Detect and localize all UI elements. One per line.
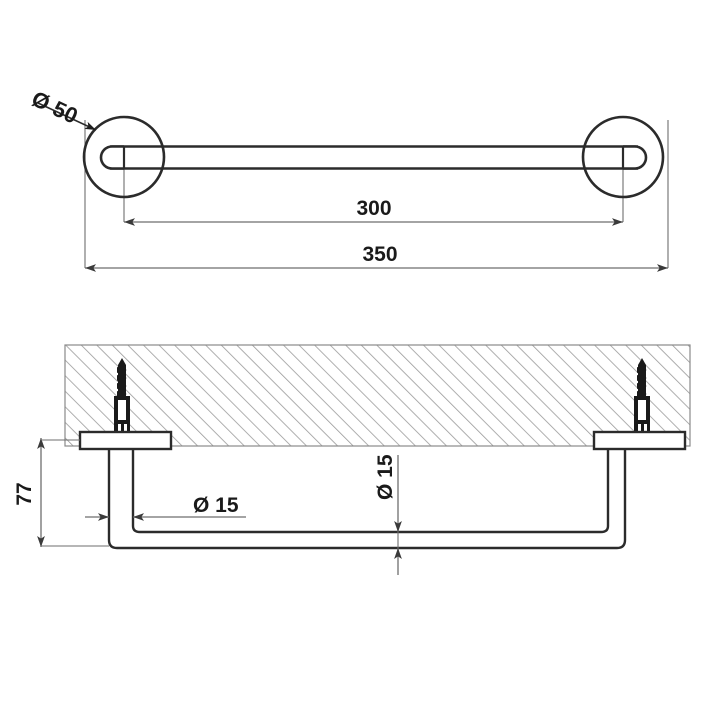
dimension-label-dia-50: Ø 50 — [28, 86, 82, 129]
dimension-label-dia-15-horizontal: Ø 15 — [193, 494, 239, 517]
flange-right — [581, 115, 665, 199]
side-section-view: 77 Ø 15 Ø 15 — [13, 344, 691, 575]
dimension-line-77 — [37, 438, 109, 547]
diameter-50-leader — [37, 102, 97, 131]
dimension-label-350: 350 — [362, 243, 397, 266]
wall-section — [64, 344, 691, 447]
mount-plate-right — [592, 430, 687, 451]
mount-plate-left — [78, 430, 173, 451]
rail-bar-top — [99, 145, 648, 170]
tube-profile — [107, 449, 627, 550]
dimension-label-dia-15-vertical: Ø 15 — [374, 454, 397, 500]
dimension-label-300: 300 — [356, 197, 391, 220]
dimension-label-77: 77 — [13, 482, 36, 505]
front-elevation-view: Ø 50 300 350 — [28, 86, 669, 272]
flange-left — [82, 115, 166, 199]
